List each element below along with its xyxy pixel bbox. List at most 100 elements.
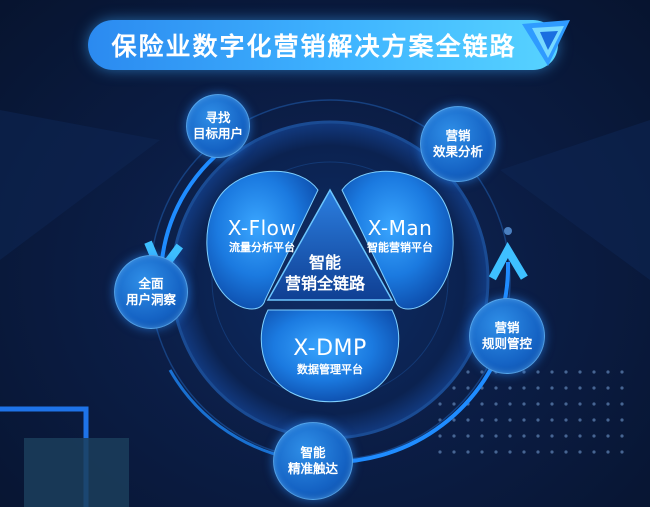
step-node-line-2: 效果分析 xyxy=(432,144,483,159)
grid-dot xyxy=(480,450,484,454)
grid-dot xyxy=(564,418,568,422)
grid-dot xyxy=(522,434,526,438)
step-node-line-1: 智能 xyxy=(300,445,326,460)
grid-dot xyxy=(536,402,540,406)
grid-dot xyxy=(522,370,526,374)
center-triangle xyxy=(266,188,394,301)
grid-dot xyxy=(452,402,456,406)
step-node-rule-control: 营销 规则管控 xyxy=(469,298,545,374)
brand-logo-icon xyxy=(522,20,570,66)
grid-dot xyxy=(578,370,582,374)
x-man-desc: 智能营销平台 xyxy=(367,241,433,254)
step-node-line-1: 寻找 xyxy=(205,110,231,125)
grid-dot xyxy=(522,402,526,406)
grid-dot xyxy=(494,402,498,406)
grid-dot xyxy=(438,402,442,406)
grid-dot xyxy=(564,434,568,438)
step-node-precise-reach: 智能 精准触达 xyxy=(273,422,353,500)
x-flow-desc: 流量分析平台 xyxy=(229,241,295,254)
grid-dot xyxy=(592,386,596,390)
grid-dot xyxy=(620,450,624,454)
grid-dot xyxy=(536,386,540,390)
grid-dot xyxy=(438,418,442,422)
grid-dot xyxy=(508,386,512,390)
grid-dot xyxy=(606,370,610,374)
step-node-user-insight: 全面 用户洞察 xyxy=(114,255,188,329)
grid-dot xyxy=(536,418,540,422)
grid-dot xyxy=(606,402,610,406)
grid-dot xyxy=(578,418,582,422)
petal-x-flow-label: X-Flow 流量分析平台 xyxy=(212,216,312,255)
grid-dot xyxy=(564,450,568,454)
x-man-name: X-Man xyxy=(367,216,433,240)
step-node-line-1: 营销 xyxy=(445,128,471,143)
grid-dot xyxy=(452,386,456,390)
center-label: 智能 营销全链路 xyxy=(270,252,380,294)
grid-dot xyxy=(508,450,512,454)
grid-dot xyxy=(550,434,554,438)
grid-dot xyxy=(522,450,526,454)
grid-dot xyxy=(480,402,484,406)
grid-dot xyxy=(438,450,442,454)
title-banner: 保险业数字化营销解决方案全链路 xyxy=(88,20,558,70)
grid-dot xyxy=(452,434,456,438)
grid-dot xyxy=(606,418,610,422)
grid-dot xyxy=(536,370,540,374)
grid-dot xyxy=(550,450,554,454)
x-dmp-desc: 数据管理平台 xyxy=(297,363,363,376)
grid-dot xyxy=(578,450,582,454)
grid-dot xyxy=(592,402,596,406)
grid-dot xyxy=(550,370,554,374)
grid-dot xyxy=(466,418,470,422)
step-node-line-2: 精准触达 xyxy=(287,461,338,476)
grid-dot xyxy=(494,434,498,438)
grid-dot xyxy=(536,434,540,438)
grid-dot xyxy=(564,370,568,374)
grid-dot xyxy=(620,434,624,438)
petal-x-dmp-label: X-DMP 数据管理平台 xyxy=(278,336,382,377)
step-node-line-2: 目标用户 xyxy=(192,126,243,141)
bg-wedge-left xyxy=(0,110,160,260)
step-node-line-2: 用户洞察 xyxy=(125,292,176,307)
grid-dot xyxy=(550,386,554,390)
grid-dot xyxy=(592,434,596,438)
grid-dot xyxy=(494,418,498,422)
grid-dot xyxy=(466,370,470,374)
grid-dot xyxy=(620,402,624,406)
page-title: 保险业数字化营销解决方案全链路 xyxy=(111,32,517,61)
bg-wedge-right xyxy=(500,120,650,280)
grid-dot xyxy=(550,418,554,422)
ring-dot xyxy=(504,227,512,235)
grid-dot xyxy=(452,418,456,422)
center-line-2: 营销全链路 xyxy=(284,274,365,293)
dot-grid xyxy=(438,370,624,454)
grid-dot xyxy=(592,370,596,374)
x-flow-name: X-Flow xyxy=(227,216,297,240)
grid-dot xyxy=(508,434,512,438)
grid-dot xyxy=(466,386,470,390)
grid-dot xyxy=(606,386,610,390)
grid-dot xyxy=(452,450,456,454)
petal-x-man xyxy=(341,170,454,310)
grid-dot xyxy=(620,386,624,390)
grid-dot xyxy=(620,418,624,422)
grid-dot xyxy=(508,402,512,406)
petal-x-dmp xyxy=(260,309,400,403)
grid-dot xyxy=(494,450,498,454)
grid-dot xyxy=(592,418,596,422)
petal-x-man-label: X-Man 智能营销平台 xyxy=(350,216,450,255)
grid-dot xyxy=(578,402,582,406)
grid-dot xyxy=(480,418,484,422)
step-node-effect-analysis: 营销 效果分析 xyxy=(420,106,496,182)
grid-dot xyxy=(480,434,484,438)
petal-x-flow xyxy=(206,170,319,310)
grid-dot xyxy=(466,450,470,454)
grid-dot xyxy=(606,434,610,438)
grid-dot xyxy=(522,386,526,390)
grid-dot xyxy=(508,418,512,422)
step-node-line-2: 规则管控 xyxy=(481,336,532,351)
grid-dot xyxy=(536,450,540,454)
grid-dot xyxy=(480,370,484,374)
